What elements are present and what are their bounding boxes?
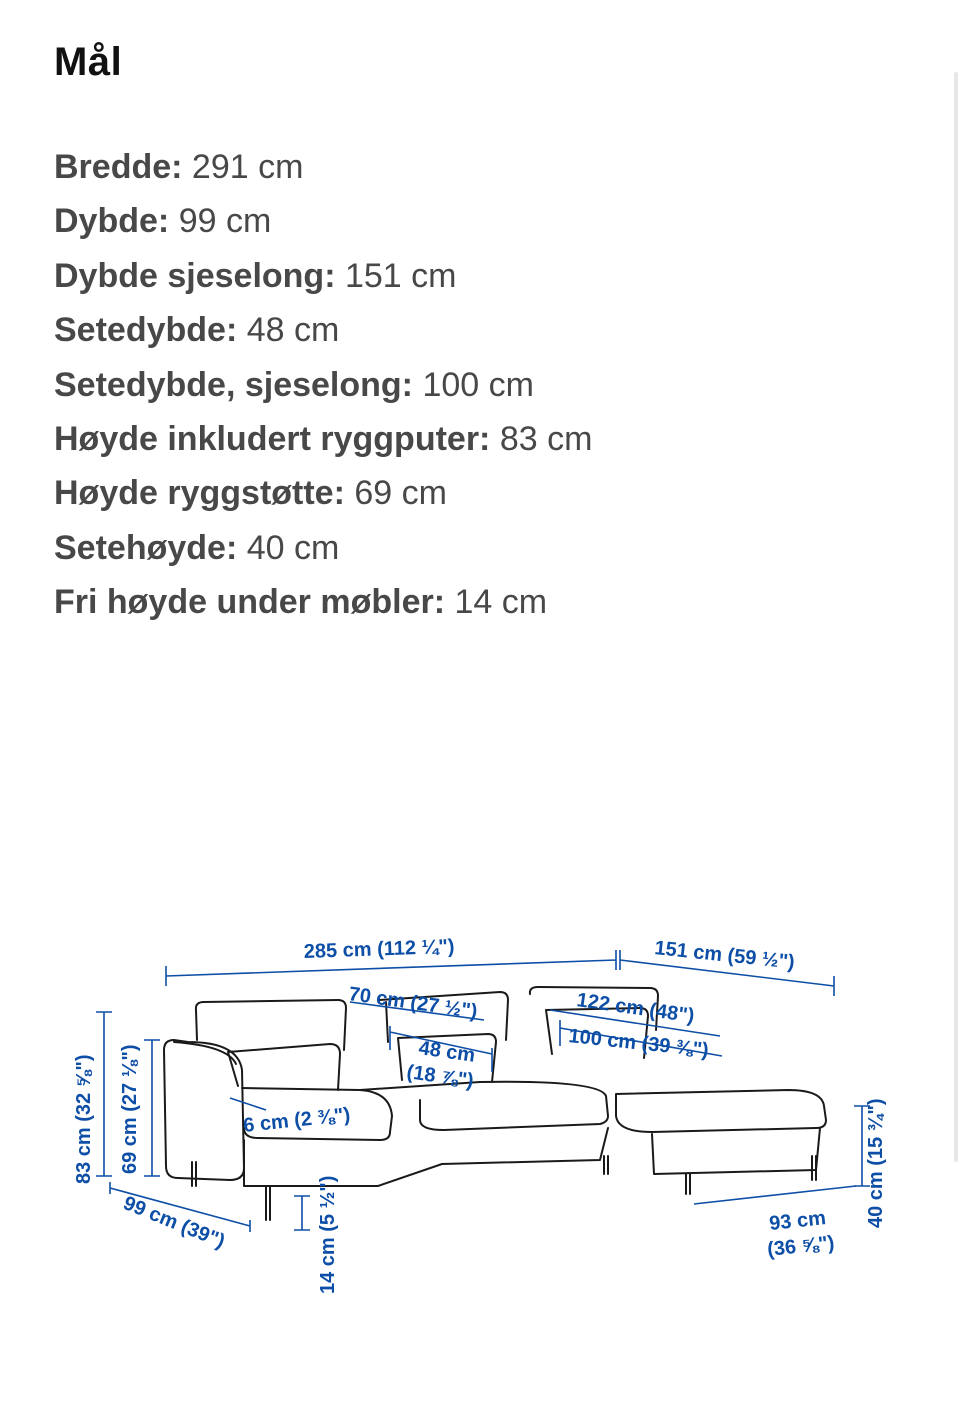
spec-value: 83 cm [499, 419, 593, 458]
seat-center [359, 1080, 609, 1131]
dim-seat-depth-cm: 48 cm [417, 1037, 476, 1067]
armrest-top [173, 1041, 237, 1065]
spec-row-chaise-seat-depth: Setedybde, sjeselong: 100 cm [54, 358, 592, 412]
spec-label: Dybde sjeselong: [54, 256, 336, 295]
spec-row-seat-height: Setehøyde: 40 cm [54, 521, 592, 575]
sofa-illustration [163, 986, 827, 1221]
spec-label: Bredde: [54, 148, 183, 186]
sofa-back-center [379, 991, 509, 1043]
leg-3 [603, 1155, 609, 1175]
spec-value: 100 cm [422, 365, 534, 404]
spec-label: Setedybde: [54, 311, 238, 350]
sofa-front-base [243, 1127, 609, 1187]
leg-2 [265, 1185, 271, 1221]
spec-label: Høyde inkludert ryggputer: [54, 419, 491, 458]
dim-arm-label: 6 cm (2 ⅜") [242, 1104, 351, 1137]
dim-depth-label: 99 cm (39") [120, 1192, 228, 1253]
spec-value: 151 cm [344, 256, 457, 295]
seat-left [241, 1087, 393, 1141]
dim-chaise-depth-label: 151 cm (59 ½") [653, 937, 795, 974]
dim-seat-height-label: 40 cm (15 ¾") [865, 1098, 887, 1228]
dim-height-total-label: 83 cm (32 ⅝") [73, 1054, 95, 1184]
chaise-seat [615, 1089, 827, 1133]
dim-chaise-length-label: 122 cm (48") [575, 989, 695, 1027]
spec-value: 69 cm [354, 474, 447, 513]
dim-clearance-label: 14 cm (5 ½") [317, 1176, 339, 1294]
cushion-center [397, 1033, 497, 1083]
dim-width-label: 285 cm (112 ¼") [303, 936, 454, 963]
dim-back-cushion-label: 70 cm (27 ½") [347, 983, 478, 1023]
dimension-labels: 285 cm (112 ¼") 151 cm (59 ½") 70 cm (27… [73, 936, 887, 1294]
spec-value: 291 cm [191, 148, 304, 186]
cushion-left [227, 1043, 341, 1091]
spec-value: 14 cm [454, 583, 548, 622]
leg-5 [811, 1155, 817, 1181]
armrest-left [163, 1039, 245, 1181]
dim-height-back-label: 69 cm (27 ⅛") [119, 1044, 141, 1174]
spec-row-height-cushions: Høyde inkludert ryggputer: 83 cm [54, 412, 592, 466]
chaise-base [651, 1127, 821, 1175]
leg-4 [685, 1173, 691, 1195]
spec-row-seat-depth: Setedybde: 48 cm [54, 303, 592, 357]
leg-1 [191, 1161, 197, 1187]
spec-value: 48 cm [246, 311, 340, 350]
sofa-dimension-diagram: 285 cm (112 ¼") 151 cm (59 ½") 70 cm (27… [73, 936, 887, 1294]
spec-value: 99 cm [178, 202, 272, 241]
spec-label: Setehøyde: [54, 528, 238, 567]
scrollbar[interactable] [954, 72, 958, 1162]
spec-row-depth: Dybde: 99 cm [54, 194, 592, 248]
spec-value: 40 cm [246, 528, 340, 567]
dimension-list: Bredde: 291 cm Dybde: 99 cm Dybde sjesel… [54, 140, 592, 630]
spec-row-back-height: Høyde ryggstøtte: 69 cm [54, 466, 592, 520]
page-title: Mål [54, 40, 123, 84]
spec-row-width: Bredde: 291 cm [54, 140, 592, 194]
sofa-back-left [194, 999, 347, 1051]
spec-label: Dybde: [54, 202, 170, 241]
spec-row-clearance: Fri høyde under møbler: 14 cm [54, 575, 592, 629]
dim-chaise-width-cm: 93 cm [768, 1207, 827, 1235]
spec-label: Setedybde, sjeselong: [54, 365, 413, 404]
spec-label: Fri høyde under møbler: [54, 583, 446, 622]
spec-row-chaise-depth: Dybde sjeselong: 151 cm [54, 249, 592, 303]
dim-chaise-width-in: (36 ⅝") [766, 1232, 835, 1261]
dimension-lines [96, 950, 870, 1232]
sofa-back-right [528, 986, 659, 1031]
dim-seat-depth-in: (18 ⅞") [405, 1061, 475, 1092]
cushion-right [545, 1007, 649, 1059]
spec-label: Høyde ryggstøtte: [54, 474, 345, 513]
